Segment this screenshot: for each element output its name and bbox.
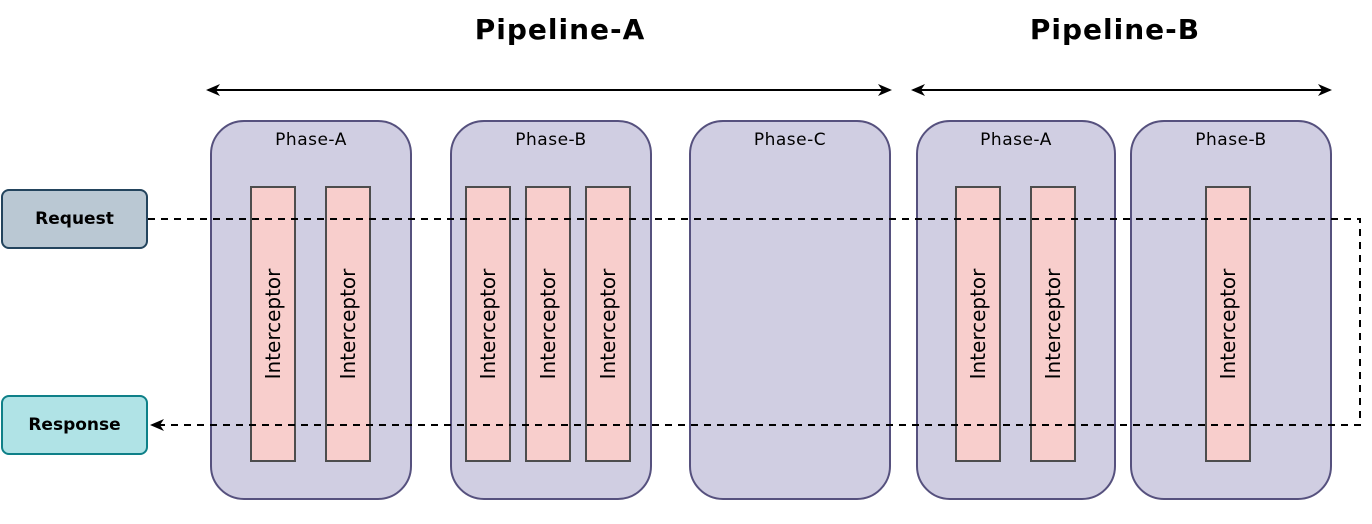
response-label: Response bbox=[28, 415, 121, 435]
interceptor-box: Interceptor bbox=[585, 186, 631, 462]
phase-label: Phase-A bbox=[980, 130, 1052, 150]
interceptor-box: Interceptor bbox=[465, 186, 511, 462]
phase-box: Phase-A bbox=[210, 120, 412, 500]
phase-label: Phase-B bbox=[515, 130, 587, 150]
pipeline-b-title: Pipeline-B bbox=[1029, 13, 1201, 46]
phase-label: Phase-A bbox=[275, 130, 347, 150]
request-box: Request bbox=[1, 189, 148, 249]
response-box: Response bbox=[1, 395, 148, 455]
interceptor-box: Interceptor bbox=[525, 186, 571, 462]
request-response-flow-arrow bbox=[148, 218, 1361, 431]
interceptor-box: Interceptor bbox=[250, 186, 296, 462]
phase-label: Phase-C bbox=[753, 130, 827, 150]
interceptor-box: Interceptor bbox=[1205, 186, 1251, 462]
phase-box: Phase-A bbox=[916, 120, 1116, 500]
interceptor-box: Interceptor bbox=[325, 186, 371, 462]
interceptor-box: Interceptor bbox=[1030, 186, 1076, 462]
request-label: Request bbox=[35, 209, 114, 229]
interceptor-box: Interceptor bbox=[955, 186, 1001, 462]
pipeline-a-title: Pipeline-A bbox=[474, 13, 646, 46]
phase-box: Phase-C bbox=[689, 120, 891, 500]
phase-label: Phase-B bbox=[1195, 130, 1267, 150]
